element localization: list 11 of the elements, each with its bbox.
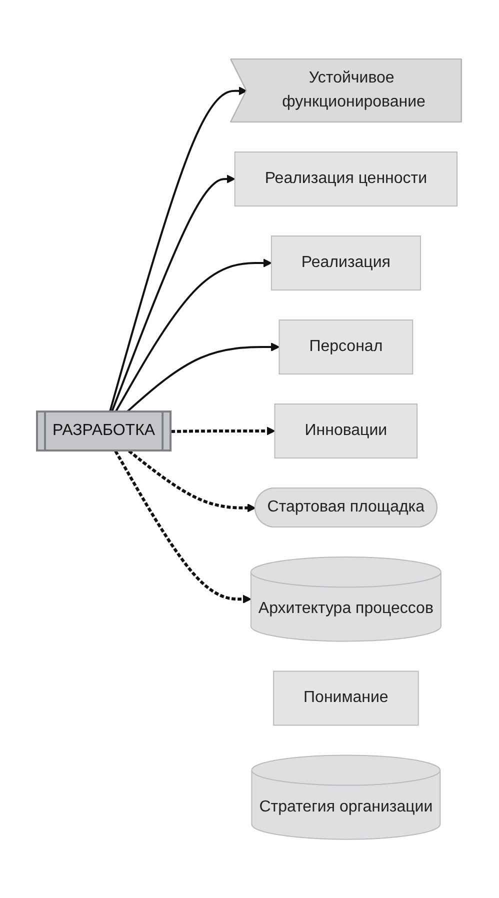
arrow (115, 258, 272, 412)
arrow (109, 86, 248, 412)
arrow (114, 450, 252, 604)
arrow (128, 450, 256, 512)
node-box: Реализация (271, 235, 422, 290)
node-box: Понимание (273, 670, 420, 726)
node-box: Реализация ценности (234, 151, 458, 206)
arrow (171, 426, 276, 436)
arrow (111, 174, 236, 412)
node-box: Персонал (279, 319, 414, 374)
node-box: Инновации (274, 403, 418, 458)
